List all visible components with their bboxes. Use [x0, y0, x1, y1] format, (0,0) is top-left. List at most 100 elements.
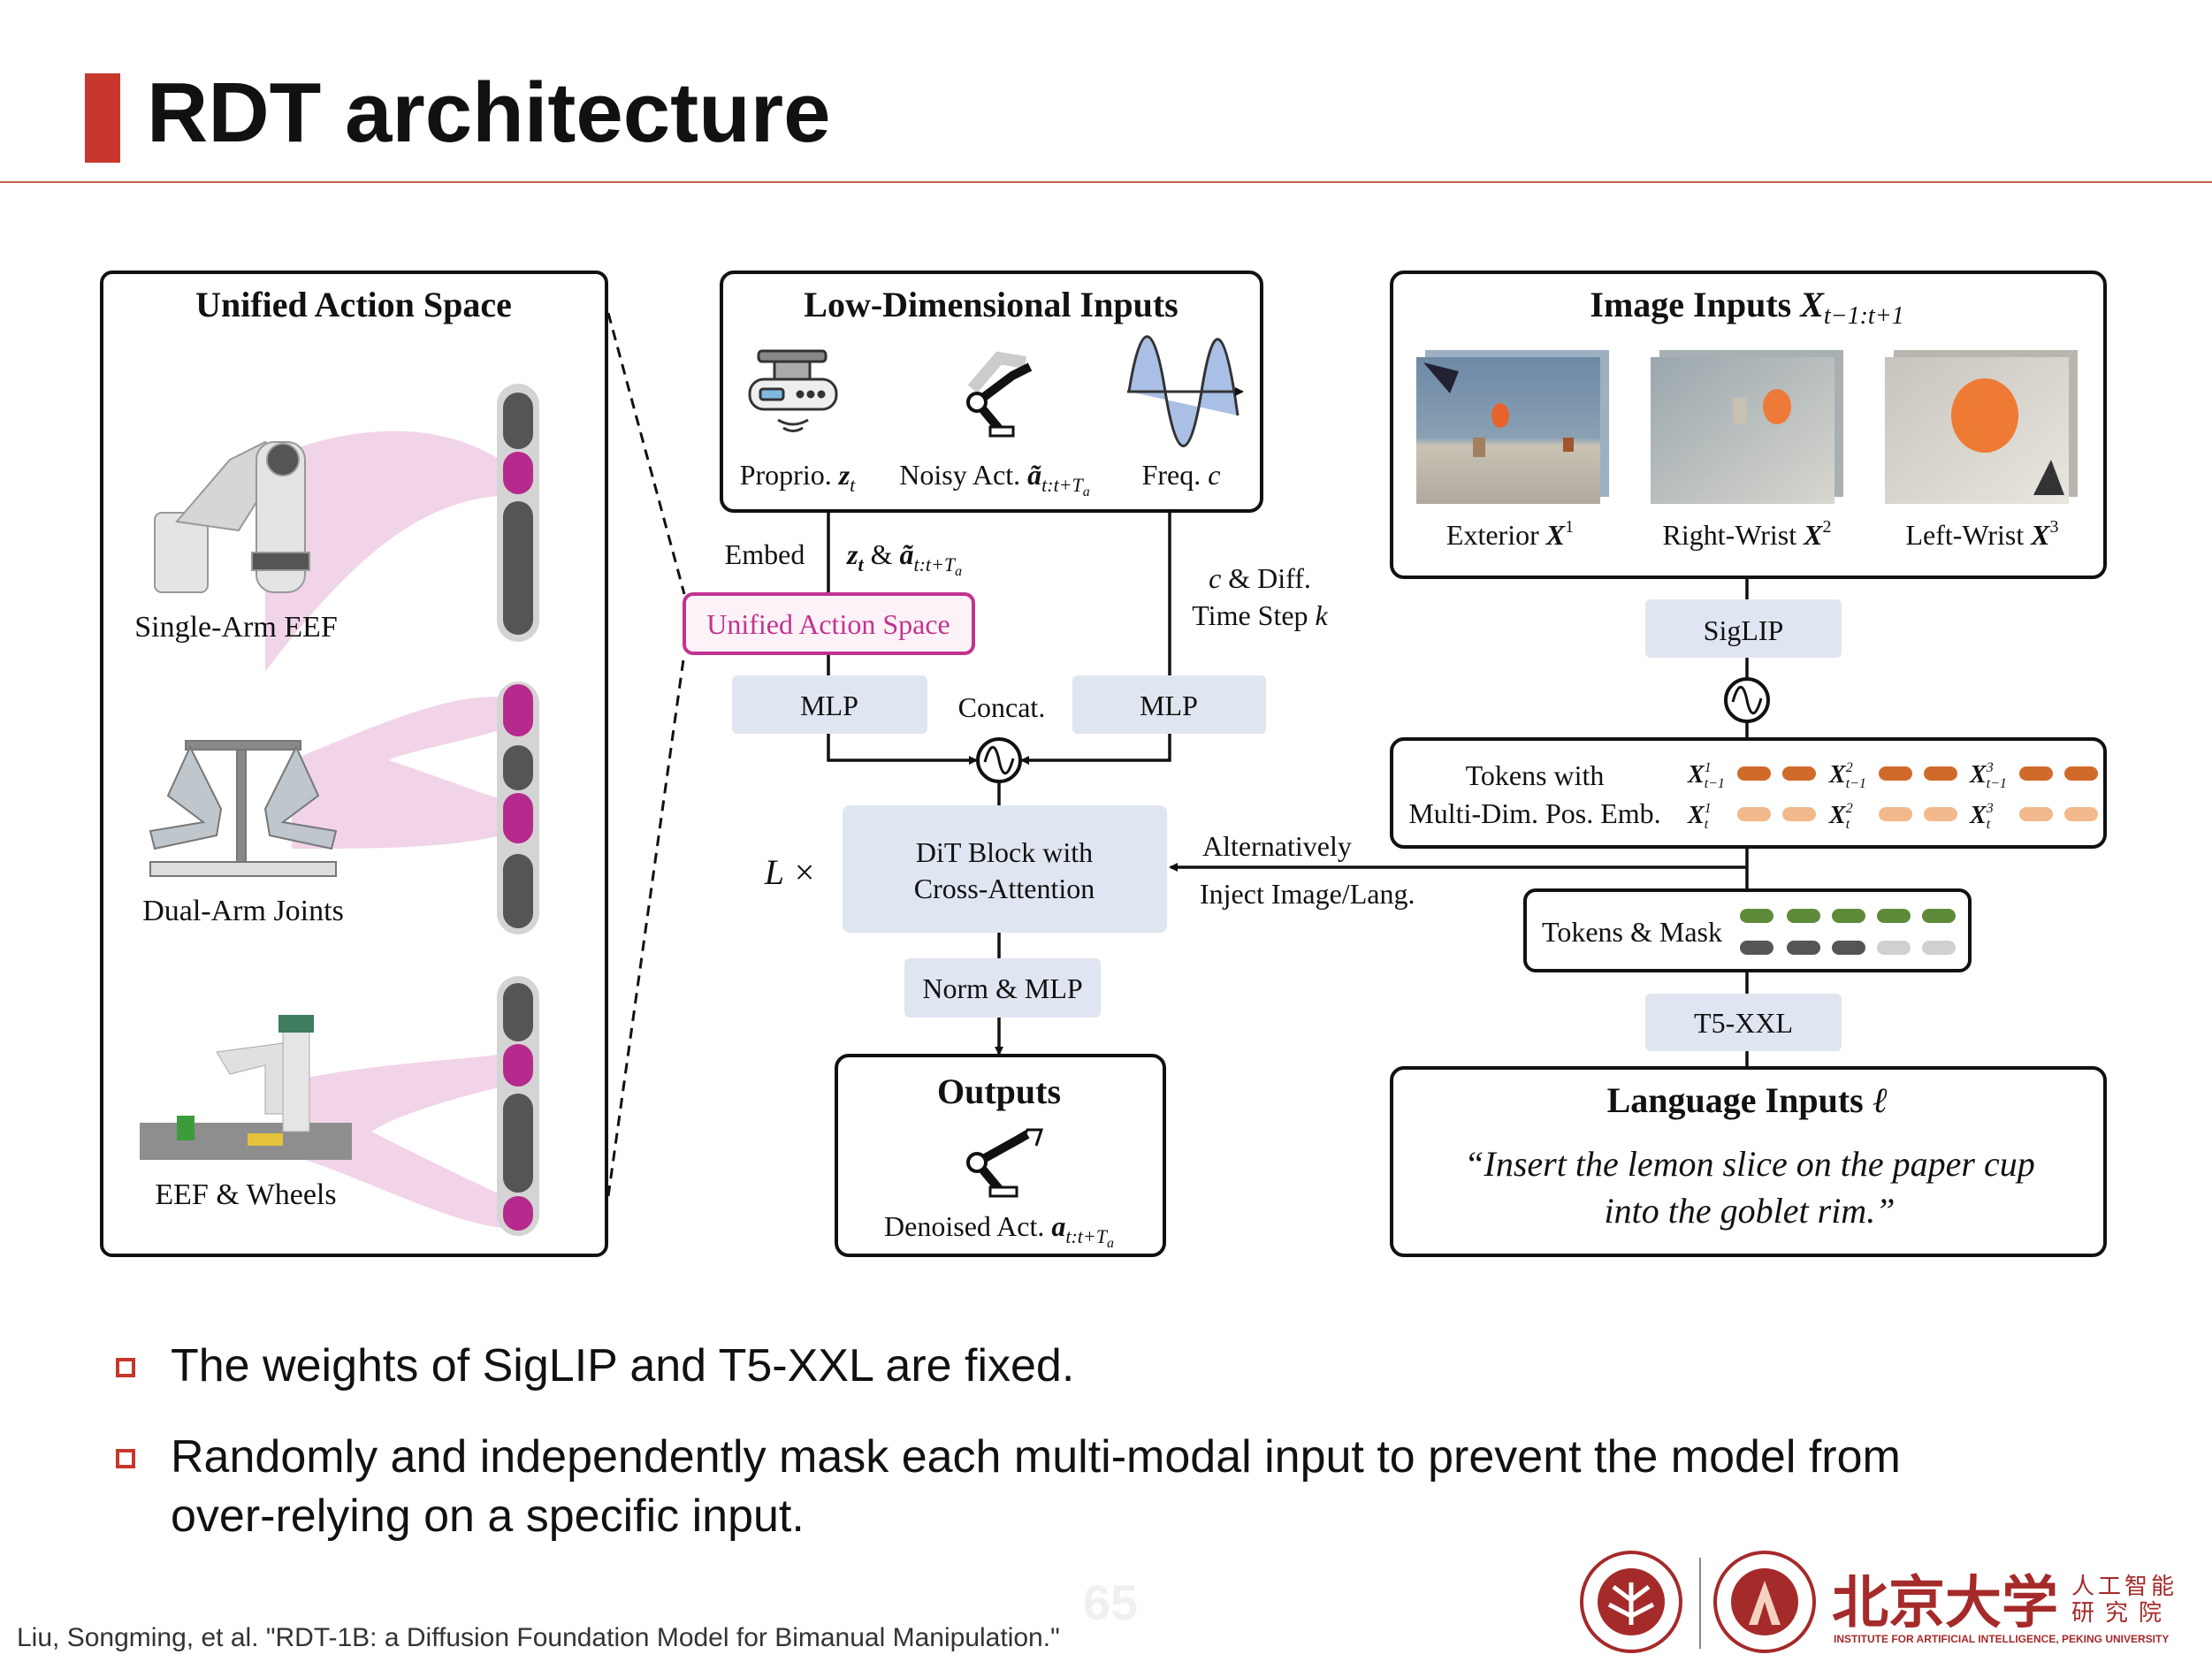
- t5-label: T5-XXL: [1694, 1007, 1793, 1039]
- language-token: [1832, 909, 1865, 923]
- robot-label-eef-wheels: EEF & Wheels: [155, 1178, 336, 1211]
- view-label-right-wrist: Right-Wrist X2: [1663, 517, 1832, 551]
- condition-label-line2: Time Step k: [1192, 599, 1328, 631]
- concat-operator-icon: [976, 737, 1022, 783]
- image-token: [1924, 766, 1957, 781]
- dit-label-line2: Cross-Attention: [914, 873, 1095, 904]
- mlp-right-label: MLP: [1140, 690, 1198, 721]
- tokens-pos-label-line1: Tokens with: [1466, 759, 1605, 791]
- pku-name-cn: 北京大学: [1832, 1572, 2058, 1635]
- bullet-text-continuation: over-relying on a specific input.: [171, 1490, 805, 1542]
- robot-arm-output-icon: [966, 1128, 1044, 1198]
- dit-label-line1: DiT Block with: [916, 836, 1093, 868]
- left-wrist-camera-image: [1885, 350, 2078, 504]
- norm-mlp-label: Norm & MLP: [922, 972, 1082, 1004]
- outputs-title: Outputs: [937, 1071, 1061, 1111]
- layers-label: L ×: [764, 852, 817, 892]
- inactive-action-token: [503, 745, 533, 790]
- language-token: [1787, 909, 1820, 923]
- image-inputs-title: Image Inputs Xt−1:t+1: [1590, 285, 1903, 330]
- image-token: [2019, 807, 2053, 821]
- norm-mlp-block: [904, 958, 1101, 1018]
- inactive-action-token: [503, 983, 533, 1041]
- right-wrist-camera-image: [1651, 350, 1843, 504]
- embed-label: Embed: [725, 538, 805, 570]
- active-action-token: [503, 1044, 533, 1086]
- inactive-action-token: [503, 1094, 533, 1193]
- action-token-columns: [497, 384, 539, 1236]
- siglip-operator-icon: [1724, 677, 1770, 723]
- mask-token: [1787, 941, 1820, 955]
- language-inputs-title: Language Inputs ℓ: [1607, 1080, 1888, 1120]
- robot-label-dual-arm: Dual-Arm Joints: [142, 895, 344, 927]
- institute-name-en: INSTITUTE FOR ARTIFICIAL INTELLIGENCE, P…: [1834, 1633, 2169, 1645]
- language-quote-line2: into the goblet rim.”: [1605, 1191, 1895, 1231]
- unified-panel-title: Unified Action Space: [195, 285, 512, 324]
- mapping-bands: [265, 431, 518, 1229]
- language-quote-line1: “Insert the lemon slice on the paper cup: [1464, 1144, 2034, 1184]
- slide-title: RDT architecture: [147, 65, 831, 160]
- denoised-action-label: Denoised Act. at:t+Ta: [884, 1210, 1114, 1251]
- image-token: [1879, 807, 1912, 821]
- language-tokens: [1740, 909, 1956, 955]
- mlp-right-block: [1072, 675, 1266, 734]
- mlp-left-label: MLP: [800, 690, 858, 721]
- mask-token: [1922, 941, 1956, 955]
- institute-name-cn-1: 人工智能: [2071, 1573, 2178, 1599]
- active-action-token: [503, 452, 533, 494]
- concat-label: Concat.: [958, 691, 1046, 723]
- inject-label-line2: Inject Image/Lang.: [1200, 878, 1415, 910]
- image-token: [1737, 766, 1771, 781]
- t5-block: [1645, 994, 1842, 1051]
- single-arm-robot-image: [154, 440, 310, 593]
- proprio-sensor-icon: [748, 349, 838, 432]
- freq-label: Freq. c: [1142, 459, 1221, 491]
- language-token: [1922, 909, 1956, 923]
- bullet-marker: [116, 1358, 135, 1377]
- image-token: [1924, 807, 1957, 821]
- unified-action-space-box-label: Unified Action Space: [706, 608, 950, 640]
- exterior-camera-image: [1416, 350, 1609, 504]
- image-token: [1782, 807, 1816, 821]
- peking-university-seal-logo: [1580, 1551, 1682, 1653]
- eef-wheels-robot-image: [140, 1015, 352, 1160]
- noisy-action-label: Noisy Act. ãt:t+Ta: [899, 459, 1090, 499]
- low-dim-title: Low-Dimensional Inputs: [804, 285, 1178, 324]
- inactive-action-token: [503, 854, 533, 928]
- embed-vars-label: zt & ãt:t+Ta: [846, 538, 962, 579]
- frequency-wave-icon: [1127, 335, 1244, 447]
- inject-label-line1: Alternatively: [1202, 830, 1352, 862]
- active-action-token: [503, 793, 533, 843]
- proprio-label: Proprio. zt: [740, 459, 856, 496]
- page-number: 65: [1083, 1574, 1138, 1630]
- language-token: [1740, 909, 1773, 923]
- institute-name-cn-2: 研究院: [2071, 1599, 2172, 1626]
- mask-token: [1877, 941, 1911, 955]
- dit-block: [843, 805, 1167, 933]
- image-token: [2019, 766, 2053, 781]
- inactive-action-token: [503, 393, 533, 449]
- bullet-marker: [116, 1449, 135, 1468]
- view-label-exterior: Exterior X1: [1446, 517, 1574, 551]
- mask-token: [1832, 941, 1865, 955]
- language-token: [1877, 909, 1911, 923]
- outputs-box: [835, 1054, 1166, 1257]
- language-inputs-box: [1390, 1066, 2107, 1257]
- mask-token: [1740, 941, 1773, 955]
- condition-label-line1: c & Diff.: [1209, 562, 1311, 594]
- ai-institute-seal-logo: [1713, 1551, 1816, 1653]
- noisy-robot-arm-icon: [966, 351, 1033, 438]
- zoom-dashed-line-bottom: [606, 652, 686, 1197]
- tokens-mask-label: Tokens & Mask: [1542, 916, 1722, 948]
- tokens-pos-emb-box: [1390, 737, 2107, 849]
- robot-label-single-arm: Single-Arm EEF: [134, 611, 337, 644]
- image-token: [2064, 807, 2098, 821]
- image-token: [1737, 807, 1771, 821]
